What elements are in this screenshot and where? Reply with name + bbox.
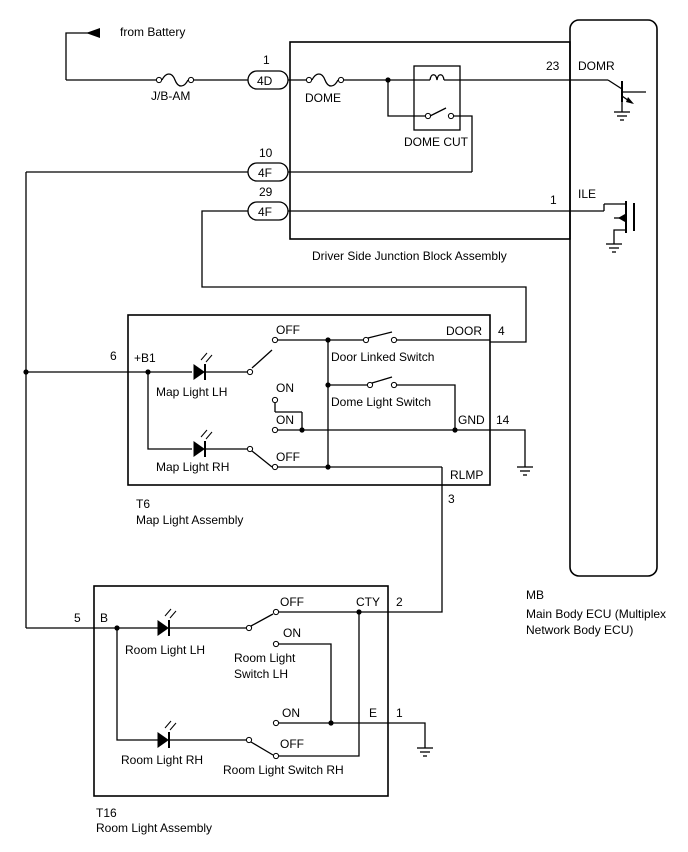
door-linked-switch-label: Door Linked Switch — [331, 350, 434, 364]
room-pin-1: 1 — [396, 706, 403, 720]
room-off-top-label: OFF — [280, 595, 304, 609]
dome-light-switch: Dome Light Switch — [331, 376, 456, 430]
ecu-title-line1: Main Body ECU (Multiplex — [526, 607, 666, 621]
connector-4d: 4D 1 — [247, 53, 289, 90]
dome-fuse-label: DOME — [305, 91, 341, 105]
battery-label: from Battery — [120, 25, 185, 39]
map-pin-6: 6 — [110, 349, 117, 363]
connector-4f-pin10: 4F 10 — [247, 146, 289, 182]
ecu-code: MB — [526, 588, 544, 602]
room-light-rh-label: Room Light RH — [121, 753, 203, 767]
map-light-lh-label: Map Light LH — [156, 385, 227, 399]
map-pin-3: 3 — [448, 492, 455, 506]
map-off-top-label: OFF — [276, 323, 300, 337]
map-on-b-label: ON — [276, 413, 294, 427]
room-light-title: Room Light Assembly — [96, 821, 212, 835]
door-linked-switch: Door Linked Switch — [331, 331, 490, 364]
connector-4f-29-pin: 29 — [259, 185, 273, 199]
room-switch-lh-label-2: Switch LH — [234, 667, 288, 681]
room-off-bottom-label: OFF — [280, 737, 304, 751]
map-pin-gnd: GND — [458, 413, 485, 427]
connector-4f-pin29: 4F 29 — [247, 185, 289, 221]
ecu-domr-pin: 23 DOMR — [546, 59, 646, 121]
map-on-a-label: ON — [276, 381, 294, 395]
room-on-top-label: ON — [283, 626, 301, 640]
connector-4d-pin: 1 — [263, 53, 270, 67]
junction-block-title: Driver Side Junction Block Assembly — [312, 249, 507, 263]
dome-cut-label: DOME CUT — [404, 135, 469, 149]
ecu-pin-1: 1 — [550, 193, 557, 207]
connector-4f-29-name: 4F — [258, 205, 272, 219]
dome-light-switch-label: Dome Light Switch — [331, 395, 431, 409]
ecu-pin-23: 23 — [546, 59, 560, 73]
dome-fuse: DOME — [305, 73, 345, 105]
map-pin-14: 14 — [496, 413, 510, 427]
room-pin-2: 2 — [396, 595, 403, 609]
ecu-pin-ile: ILE — [578, 187, 596, 201]
map-light-rh-led: Map Light RH — [156, 429, 247, 474]
map-light-assembly-box — [127, 314, 491, 486]
connector-4f-10-pin: 10 — [259, 146, 273, 160]
jb-am-fuse-label: J/B-AM — [151, 89, 190, 103]
room-light-lh-label: Room Light LH — [125, 643, 205, 657]
junction-block-box — [289, 41, 571, 240]
map-pin-door: DOOR — [446, 324, 482, 338]
room-switch-rh-label: Room Light Switch RH — [223, 763, 344, 777]
ecu-ile-pin: 1 ILE — [550, 187, 635, 253]
room-light-rh-led: Room Light RH — [121, 720, 246, 767]
room-pin-5: 5 — [74, 611, 81, 625]
jb-am-fuse: J/B-AM — [151, 73, 248, 103]
room-ground-symbol — [388, 722, 433, 757]
room-pin-e: E — [369, 706, 377, 720]
map-light-rh-label: Map Light RH — [156, 460, 229, 474]
room-light-code: T16 — [96, 806, 117, 820]
connector-4d-name: 4D — [257, 74, 273, 88]
map-light-code: T6 — [136, 497, 150, 511]
dome-cut-relay: DOME CUT — [387, 65, 570, 172]
map-light-lh-led: Map Light LH — [156, 352, 247, 399]
room-light-assembly-box — [93, 585, 389, 797]
room-pin-b: B — [100, 611, 108, 625]
map-light-title: Map Light Assembly — [136, 513, 243, 527]
ecu-title-line2: Network Body ECU) — [526, 623, 633, 637]
main-body-ecu-box — [569, 19, 658, 577]
map-pin-rlmp: RLMP — [450, 468, 483, 482]
ecu-pin-domr: DOMR — [578, 59, 615, 73]
map-pin-b1: +B1 — [134, 351, 156, 365]
battery-feed: from Battery — [65, 25, 185, 81]
room-light-lh-led: Room Light LH — [125, 608, 246, 657]
map-pin-4: 4 — [498, 324, 505, 338]
room-on-bottom-label: ON — [282, 706, 300, 720]
map-off-bottom-label: OFF — [276, 450, 300, 464]
room-pin-cty: CTY — [356, 595, 380, 609]
room-switch-lh-label-1: Room Light — [234, 651, 296, 665]
connector-4f-10-name: 4F — [258, 166, 272, 180]
map-ground-symbol — [490, 429, 533, 476]
